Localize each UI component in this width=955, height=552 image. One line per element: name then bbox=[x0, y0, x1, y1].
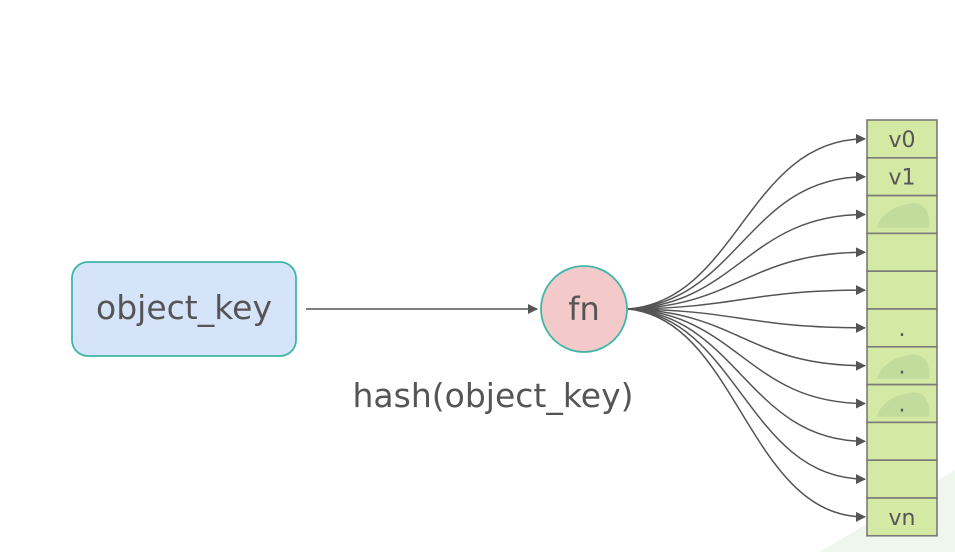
bucket-label-0: v0 bbox=[888, 128, 915, 153]
bucket-cell-8 bbox=[866, 421, 938, 461]
fn-node: fn bbox=[540, 265, 628, 353]
bucket-smudge-6 bbox=[877, 354, 930, 379]
hash-caption: hash(object_key) bbox=[353, 376, 634, 415]
bucket-smudge-7 bbox=[877, 392, 930, 417]
fan-arrow-0 bbox=[627, 133, 866, 310]
bucket-label-10: vn bbox=[889, 506, 916, 531]
bucket-label-5: . bbox=[899, 317, 906, 342]
fan-arrow-6 bbox=[627, 308, 866, 371]
fan-arrow-10 bbox=[627, 308, 866, 522]
bucket-cell-10 bbox=[866, 497, 938, 537]
bucket-cell-5 bbox=[866, 308, 938, 348]
fan-out-arrows bbox=[627, 133, 866, 522]
bucket-smudge-2 bbox=[877, 203, 930, 228]
bucket-label-7: . bbox=[899, 393, 906, 418]
fan-arrow-5 bbox=[627, 308, 866, 333]
fn-circle bbox=[540, 265, 628, 353]
fan-arrow-3 bbox=[627, 247, 866, 310]
bucket-label-6: . bbox=[899, 355, 906, 380]
fan-arrow-8 bbox=[627, 308, 866, 447]
object-key-label: object_key bbox=[96, 288, 272, 327]
bucket-cell-9 bbox=[866, 459, 938, 499]
fan-arrow-9 bbox=[627, 308, 866, 485]
fan-arrow-2 bbox=[627, 209, 866, 310]
bucket-array: v0 v1... vn bbox=[866, 119, 938, 537]
fn-label: fn bbox=[568, 290, 600, 328]
bucket-cell-3 bbox=[866, 232, 938, 272]
bucket-cell-4 bbox=[866, 270, 938, 310]
bucket-cell-0 bbox=[866, 119, 938, 159]
fan-arrow-7 bbox=[627, 308, 866, 409]
fan-arrow-1 bbox=[627, 171, 866, 310]
fan-arrow-4 bbox=[627, 285, 866, 310]
object-key-node: object_key bbox=[71, 261, 297, 357]
object-key-box bbox=[71, 261, 297, 357]
bucket-label-1: v1 bbox=[888, 166, 915, 191]
